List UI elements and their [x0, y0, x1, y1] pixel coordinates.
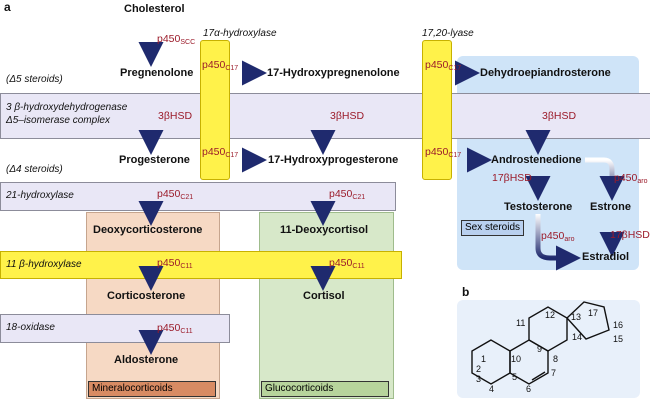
- node-corticosterone: Corticosterone: [107, 290, 186, 302]
- enzyme-p450c21-2: p450C21: [329, 188, 366, 201]
- 11b-hydroxylase-label: 11 β-hydroxylase: [6, 259, 82, 270]
- arrow-androstenedione-estrone: [585, 157, 625, 201]
- node-estradiol: Estradiol: [582, 251, 630, 263]
- carbon-16: 16: [613, 320, 623, 330]
- node-17-hydroxypregnenolone: 17-Hydroxypregnenolone: [267, 67, 400, 79]
- carbon-10: 10: [511, 354, 521, 364]
- carbon-7: 7: [551, 368, 556, 378]
- enzyme-17bhsd-1: 17βHSD: [492, 172, 532, 184]
- sex-steroids-tag: Sex steroids: [461, 220, 525, 236]
- carbon-15: 15: [613, 334, 623, 344]
- carbon-12: 12: [545, 310, 555, 320]
- hsd-complex-label-line2: Δ5–isomerase complex: [6, 115, 110, 126]
- carbon-8: 8: [553, 354, 558, 364]
- 17a-hydroxylase-label: 17α-hydroxylase: [203, 28, 277, 39]
- node-aldosterone: Aldosterone: [114, 354, 179, 366]
- carbon-9: 9: [537, 344, 542, 354]
- carbon-6: 6: [526, 384, 531, 394]
- enzyme-3bhsd-3: 3βHSD: [542, 110, 577, 122]
- 17a-hydroxylase-column: [200, 40, 230, 180]
- node-dhea: Dehydroepiandrosterone: [480, 67, 611, 79]
- carbon-2: 2: [476, 364, 481, 374]
- panel-b-label: b: [462, 285, 470, 299]
- 17-20-lyase-column: [422, 40, 452, 180]
- carbon-17: 17: [588, 308, 598, 318]
- carbon-4: 4: [489, 384, 494, 394]
- enzyme-p450c11-2: p450C11: [329, 257, 365, 270]
- 17-20-lyase-label: 17,20-lyase: [422, 28, 474, 39]
- 18-oxidase-label: 18-oxidase: [6, 322, 55, 333]
- enzyme-p450c21-1: p450C21: [157, 188, 194, 201]
- carbon-11: 11: [516, 318, 525, 328]
- glucocorticoids-region: [259, 212, 394, 399]
- glucocorticoids-tag: Glucocorticoids: [261, 381, 389, 397]
- carbon-13: 13: [571, 312, 581, 322]
- panel-a-label: a: [4, 0, 11, 14]
- node-11-deoxycortisol: 11-Deoxycortisol: [280, 224, 369, 236]
- 18-oxidase-band: [0, 314, 230, 343]
- enzyme-p450scc: p450SCC: [157, 33, 196, 46]
- carbon-3: 3: [476, 374, 481, 384]
- enzyme-p450aro-1: p450aro: [614, 172, 648, 185]
- node-testosterone: Testosterone: [504, 201, 573, 213]
- carbon-1: 1: [481, 354, 486, 364]
- carbon-5: 5: [512, 372, 517, 382]
- node-cholesterol: Cholesterol: [124, 3, 185, 15]
- delta4-steroids-label: (Δ4 steroids): [6, 164, 63, 175]
- enzyme-p450c17-4: p450C17: [425, 146, 462, 159]
- enzyme-p450c11-1: p450C11: [157, 257, 193, 270]
- node-17-hydroxyprogesterone: 17-Hydroxyprogesterone: [268, 154, 399, 166]
- carbon-14: 14: [572, 332, 582, 342]
- enzyme-3bhsd-2: 3βHSD: [330, 110, 365, 122]
- hsd-complex-label-line1: 3 β-hydroxydehydrogenase: [6, 102, 128, 113]
- enzyme-p450c17-3: p450C17: [202, 146, 239, 159]
- node-deoxycorticosterone: Deoxycorticosterone: [93, 224, 203, 236]
- delta5-steroids-label: (Δ5 steroids): [6, 74, 63, 85]
- node-progesterone: Progesterone: [119, 154, 190, 166]
- enzyme-17bhsd-2: 17βHSD: [610, 229, 650, 241]
- enzyme-p450c17-2: p450C17: [425, 59, 462, 72]
- enzyme-3bhsd-1: 3βHSD: [158, 110, 193, 122]
- node-estrone: Estrone: [590, 201, 631, 213]
- enzyme-p450c17-1: p450C17: [202, 59, 239, 72]
- 21-hydroxylase-band: [0, 182, 396, 211]
- enzyme-p450aro-2: p450aro: [541, 230, 575, 243]
- enzyme-p450c11-3: p450C11: [157, 322, 193, 335]
- 21-hydroxylase-label: 21-hydroxylase: [6, 190, 74, 201]
- node-cortisol: Cortisol: [303, 290, 345, 302]
- arrow-testosterone-estradiol: [535, 214, 581, 271]
- node-androstenedione: Androstenedione: [491, 154, 582, 166]
- node-pregnenolone: Pregnenolone: [120, 67, 194, 79]
- mineralocorticoids-tag: Mineralocorticoids: [88, 381, 216, 397]
